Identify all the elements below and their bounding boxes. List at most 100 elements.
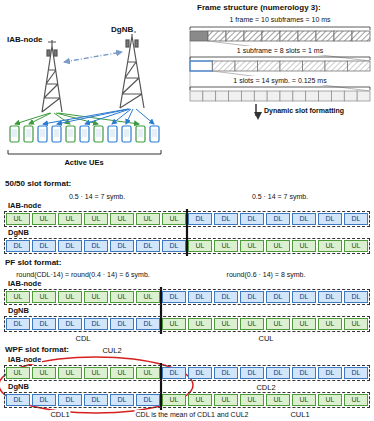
symbol-label: UL bbox=[14, 293, 23, 301]
drawing-rect bbox=[122, 126, 131, 142]
drawing-rect bbox=[213, 61, 236, 71]
symbol-label: DL bbox=[274, 293, 283, 301]
slot-row: DgNBDLDLDLDLDLDLULULULULULULULUL bbox=[4, 392, 370, 408]
drawing-rect bbox=[10, 126, 19, 142]
drawing-g bbox=[190, 61, 370, 71]
drawing-line bbox=[29, 113, 51, 124]
row-heading: DgNB bbox=[7, 306, 30, 315]
symbol-label: DL bbox=[248, 369, 257, 377]
symbol-cell: DL bbox=[32, 240, 56, 252]
symbol-cell: UL bbox=[240, 240, 264, 252]
symbol-label: UL bbox=[66, 215, 75, 223]
drawing-rect bbox=[244, 31, 262, 41]
symbol-label: DL bbox=[352, 369, 361, 377]
drawing-rect bbox=[226, 31, 244, 41]
symbol-cell: UL bbox=[188, 394, 212, 406]
symbol-label: UL bbox=[144, 215, 153, 223]
symbol-label: DL bbox=[300, 215, 309, 223]
symbol-label: DL bbox=[66, 320, 75, 328]
symbol-label: UL bbox=[248, 396, 257, 404]
drawing-path bbox=[120, 36, 144, 108]
symbol-cell: DL bbox=[214, 213, 238, 225]
slot-row: DgNBDLDLDLDLDLDLDLULULULULULULUL bbox=[4, 238, 370, 254]
symbol-label: UL bbox=[66, 293, 75, 301]
symbol-label: DL bbox=[274, 369, 283, 377]
symbol-cell: UL bbox=[162, 318, 186, 330]
symbol-label: UL bbox=[40, 293, 49, 301]
symbol-cell: UL bbox=[136, 367, 160, 379]
symbol-cell: DL bbox=[32, 318, 56, 330]
drawing-rect bbox=[319, 91, 332, 101]
symbol-cell: DL bbox=[162, 240, 186, 252]
text-label: CDL2 bbox=[255, 383, 276, 392]
symbol-label: UL bbox=[118, 215, 127, 223]
symbol-cell: DL bbox=[58, 394, 82, 406]
symbol-cell: DL bbox=[240, 291, 264, 303]
drawing-path bbox=[8, 150, 161, 154]
symbol-label: DL bbox=[170, 242, 179, 250]
symbol-label: DL bbox=[92, 396, 101, 404]
drawing-rect bbox=[203, 91, 216, 101]
drawing-rect bbox=[96, 129, 101, 137]
symbol-cell: DL bbox=[266, 367, 290, 379]
drawing-rect bbox=[190, 61, 213, 71]
symbol-label: DL bbox=[40, 396, 49, 404]
symbol-cell: DL bbox=[136, 240, 160, 252]
symbol-cell: DL bbox=[136, 394, 160, 406]
symbol-cell: UL bbox=[292, 318, 316, 330]
drawing-rect bbox=[190, 91, 203, 101]
symbol-label: UL bbox=[66, 369, 75, 377]
drawing-line bbox=[255, 104, 257, 116]
text-label: DgNB bbox=[110, 25, 134, 34]
symbol-cell: UL bbox=[32, 291, 56, 303]
symbol-cell: DL bbox=[214, 291, 238, 303]
symbol-cell: UL bbox=[318, 394, 342, 406]
drawing-path bbox=[48, 40, 56, 46]
symbol-label: UL bbox=[92, 293, 101, 301]
drawing-line bbox=[64, 52, 122, 62]
symbol-label: DL bbox=[222, 293, 231, 301]
drawing-g bbox=[190, 91, 370, 101]
drawing-rect bbox=[54, 129, 59, 137]
text-label: Frame structure (numerology 3): bbox=[196, 3, 322, 12]
text-label: CUL bbox=[257, 334, 274, 343]
drawing-rect bbox=[52, 126, 61, 142]
symbol-label: DL bbox=[326, 293, 335, 301]
text-label: Dynamic slot formatting bbox=[263, 106, 345, 115]
symbol-label: UL bbox=[300, 320, 309, 328]
text-label: CUL1 bbox=[289, 410, 310, 419]
symbol-label: DL bbox=[14, 320, 23, 328]
symbol-label: UL bbox=[326, 242, 335, 250]
drawing-line bbox=[208, 41, 370, 61]
symbol-label: UL bbox=[300, 396, 309, 404]
symbol-cell: DL bbox=[162, 367, 186, 379]
drawing-rect bbox=[124, 129, 129, 137]
drawing-rect bbox=[38, 126, 47, 142]
symbol-cell: UL bbox=[162, 394, 186, 406]
symbol-label: UL bbox=[170, 215, 179, 223]
drawing-rect bbox=[82, 129, 87, 137]
symbol-label: DL bbox=[118, 242, 127, 250]
symbol-label: DL bbox=[196, 369, 205, 377]
symbol-cell: DL bbox=[162, 291, 186, 303]
symbol-label: DL bbox=[40, 242, 49, 250]
text-label: CUL2 bbox=[101, 346, 122, 355]
drawing-rect bbox=[267, 91, 280, 101]
drawing-g bbox=[42, 40, 62, 112]
symbol-cell: UL bbox=[84, 213, 108, 225]
text-label: 0.5 · 14 = 7 symb. bbox=[251, 192, 309, 201]
symbol-cell: UL bbox=[188, 240, 212, 252]
drawing-rect bbox=[258, 61, 281, 71]
symbol-label: UL bbox=[144, 293, 153, 301]
symbol-label: DL bbox=[66, 396, 75, 404]
text-label: 1 slots = 14 symb. = 0.125 ms bbox=[232, 76, 327, 85]
symbol-cell: UL bbox=[188, 318, 212, 330]
symbol-label: UL bbox=[196, 320, 205, 328]
drawing-rect bbox=[68, 129, 73, 137]
drawing-rect bbox=[352, 31, 370, 41]
symbol-label: UL bbox=[352, 242, 361, 250]
drawing-rect bbox=[12, 129, 17, 137]
drawing-rect bbox=[152, 129, 157, 137]
drawing-rect bbox=[241, 91, 254, 101]
